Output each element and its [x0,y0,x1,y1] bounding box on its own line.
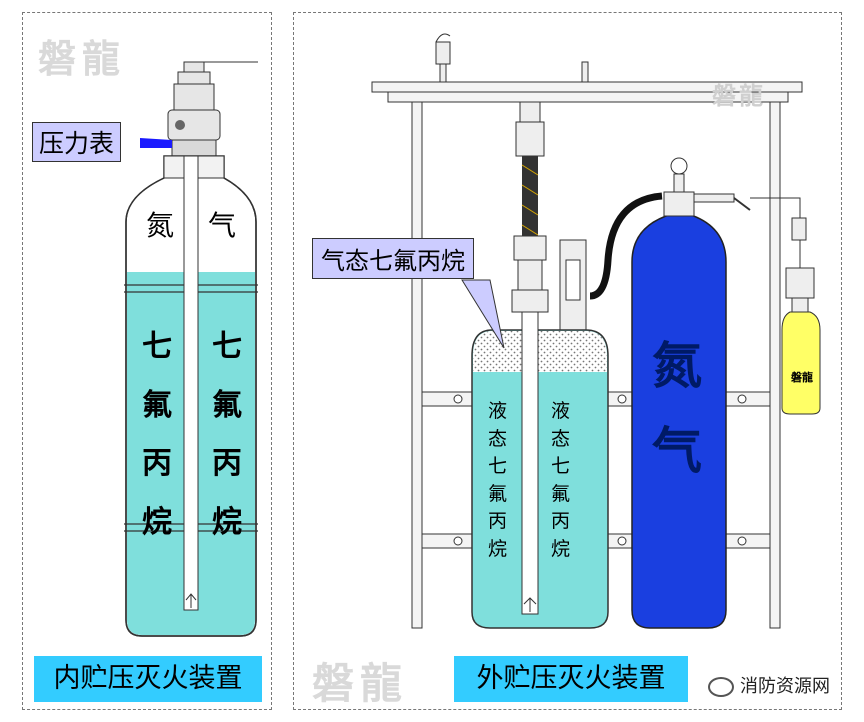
watermark-frame: 磐龍 [712,81,766,110]
nitrogen-big-label: 氮 气 [652,337,702,480]
source-credit: 消防资源网 [708,672,830,698]
container-valve [511,235,587,333]
left-panel [22,12,272,710]
wechat-icon [708,677,734,697]
small-cylinder [750,197,821,415]
pressure-gauge-label: 压力表 [32,122,122,162]
agent-cylinder [471,311,609,629]
small-cylinder-label: 磐龍 [791,371,813,384]
gaseous-agent-label: 气态七氟丙烷 [312,238,474,279]
liquid-column-right: 液 态 七 氟 丙 烷 [551,400,571,560]
nitrogen-label-left: 氮 [146,209,175,242]
gas-pointer [461,279,505,349]
nitrogen-label-right: 气 [208,209,237,242]
credit-text: 消防资源网 [740,676,830,697]
gauge-pointer [140,138,172,148]
right-caption: 外贮压灭火装置 [454,656,688,702]
agent-column-right: 七 氟 丙 烷 [212,329,242,540]
braided-hose [522,156,538,236]
watermark-bottom: 磐龍 [312,659,409,708]
right-panel [293,12,842,710]
nitrogen-pipe [589,192,663,300]
left-cylinder [124,61,258,637]
top-fittings [435,33,589,157]
watermark-top-left: 磐龍 [38,36,127,81]
nitrogen-cylinder [631,157,751,629]
liquid-column-left: 液 态 七 氟 丙 烷 [488,400,508,560]
agent-column-left: 七 氟 丙 烷 [142,329,172,540]
left-caption: 内贮压灭火装置 [34,656,262,702]
